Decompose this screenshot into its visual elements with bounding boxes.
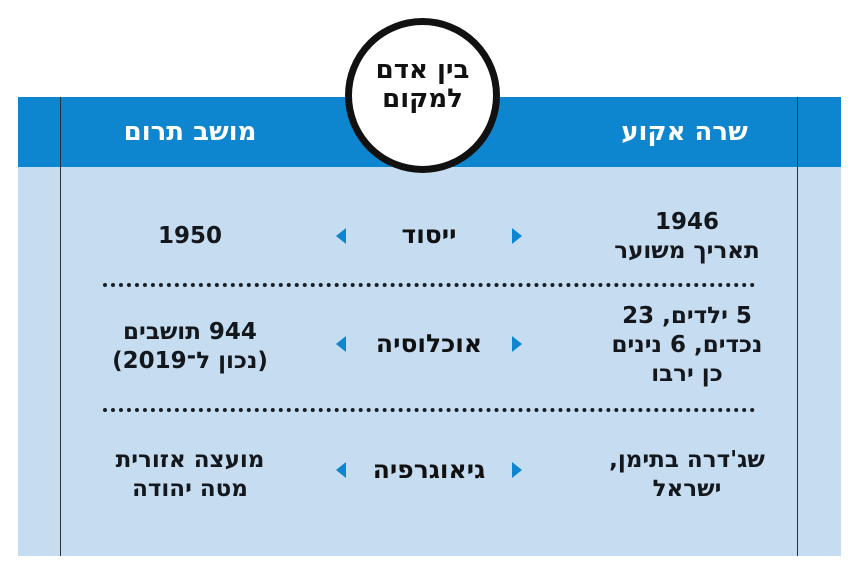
right-population-line-2: נכדים, 6 נינים bbox=[611, 332, 763, 358]
left-divider-line bbox=[60, 97, 61, 556]
left-population-line-1: 944 תושבים bbox=[123, 319, 257, 345]
left-geography-line-2: מטה יהודה bbox=[132, 476, 248, 502]
title-badge-line-2: למקום bbox=[382, 83, 463, 114]
row-separator bbox=[103, 283, 755, 287]
row-separator bbox=[103, 408, 755, 412]
triangle-left-icon bbox=[336, 462, 346, 478]
left-population-value: 944 תושבים (נכון ל־2019) bbox=[60, 318, 320, 376]
right-geography-line-1: שג'דרה בתימן, bbox=[609, 447, 765, 473]
right-founding-line-1: 1946 bbox=[654, 209, 719, 235]
comparison-panel bbox=[18, 97, 841, 556]
triangle-right-icon bbox=[512, 228, 522, 244]
triangle-left-icon bbox=[336, 336, 346, 352]
right-population-line-3: כן ירבו bbox=[651, 361, 723, 387]
row-label-population: אוכלוסיה bbox=[375, 329, 483, 358]
triangle-left-icon bbox=[336, 228, 346, 244]
left-population-line-2: (נכון ל־2019) bbox=[112, 348, 268, 374]
left-geography-line-1: מועצה אזורית bbox=[115, 447, 265, 473]
row-label-geography: גיאוגרפיה bbox=[372, 455, 486, 484]
right-column-title: שרה אקוע bbox=[621, 117, 748, 147]
right-founding-value: 1946 תאריך משוער bbox=[577, 208, 797, 266]
right-divider-line bbox=[797, 97, 798, 556]
left-founding-value: 1950 bbox=[60, 222, 320, 251]
right-geography-line-2: ישראל bbox=[652, 476, 722, 502]
title-badge-line-1: בין אדם bbox=[375, 54, 470, 85]
triangle-right-icon bbox=[512, 336, 522, 352]
title-badge: בין אדם למקום bbox=[345, 18, 500, 173]
right-geography-value: שג'דרה בתימן, ישראל bbox=[577, 446, 797, 504]
right-population-line-1: 5 ילדים, 23 bbox=[622, 303, 752, 329]
left-column-title: מושב תרום bbox=[123, 117, 257, 147]
triangle-right-icon bbox=[512, 462, 522, 478]
left-geography-value: מועצה אזורית מטה יהודה bbox=[60, 446, 320, 504]
left-founding-line-1: 1950 bbox=[157, 223, 222, 249]
right-population-value: 5 ילדים, 23 נכדים, 6 נינים כן ירבו bbox=[577, 302, 797, 389]
row-label-founding: ייסוד bbox=[401, 220, 457, 249]
right-founding-line-2: תאריך משוער bbox=[614, 238, 760, 264]
